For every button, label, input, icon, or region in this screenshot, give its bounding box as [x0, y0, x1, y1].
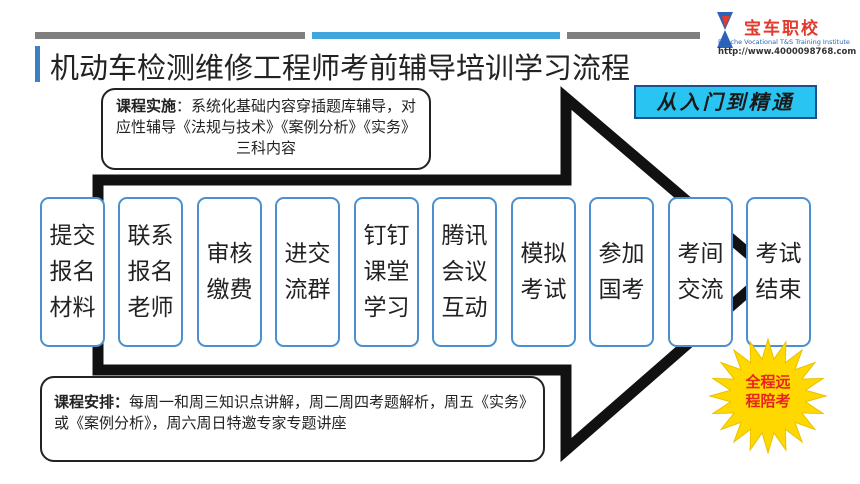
step-label: 联系报名老师 — [127, 223, 174, 321]
step-box-9: 考间交流 — [668, 197, 733, 347]
from-beginner-banner: 从入门到精通 — [634, 85, 817, 119]
step-label: 模拟考试 — [520, 241, 567, 303]
step-label: 提交报名材料 — [49, 223, 96, 321]
top-bar-gray-left — [35, 32, 305, 39]
logo-subtitle: Baoche Vocational T&S Training Institute — [718, 38, 850, 46]
step-box-1: 提交报名材料 — [40, 197, 105, 347]
step-box-10: 考试结束 — [746, 197, 811, 347]
starburst-icon — [708, 337, 828, 455]
course-schedule-text: 每周一和周三知识点讲解，周二周四考题解析，周五《实务》或《案例分析》，周六周日特… — [54, 393, 527, 432]
course-implementation-label: 课程实施 — [115, 97, 176, 115]
step-box-5: 钉钉课堂学习 — [354, 197, 419, 347]
logo-name: 宝车职校 — [744, 19, 820, 39]
page-title: 机动车检测维修工程师考前辅导培训学习流程 — [50, 51, 631, 85]
step-box-4: 进交流群 — [275, 197, 340, 347]
top-bar-gray-right — [567, 32, 700, 39]
step-label: 参加国考 — [598, 241, 645, 303]
top-bar-blue — [312, 32, 560, 39]
step-label: 考试结束 — [755, 241, 802, 303]
star-line-1: 全程远 — [745, 373, 791, 391]
logo: 宝车职校 Baoche Vocational T&S Training Inst… — [713, 10, 857, 62]
star-line-2: 程陪考 — [745, 392, 791, 410]
step-box-6: 腾讯会议互动 — [432, 197, 497, 347]
title-accent-bar — [35, 46, 40, 82]
course-schedule-callout: 课程安排：每周一和周三知识点讲解，周二周四考题解析，周五《实务》或《案例分析》，… — [40, 376, 545, 462]
logo-icon — [717, 12, 733, 48]
logo-url[interactable]: http://www.4000098768.com — [718, 47, 857, 57]
step-box-2: 联系报名老师 — [118, 197, 183, 347]
course-implementation-text: ：系统化基础内容穿插题库辅导，对应性辅导《法规与技术》《案例分析》《实务》三科内… — [115, 97, 417, 157]
step-label: 考间交流 — [677, 241, 724, 303]
step-box-8: 参加国考 — [589, 197, 654, 347]
course-schedule-label: 课程安排： — [54, 393, 130, 411]
step-box-3: 审核缴费 — [197, 197, 262, 347]
step-label: 钉钉课堂学习 — [363, 223, 410, 321]
step-box-7: 模拟考试 — [511, 197, 576, 347]
course-implementation-callout: 课程实施：系统化基础内容穿插题库辅导，对应性辅导《法规与技术》《案例分析》《实务… — [101, 88, 431, 170]
full-escort-star: 全程远 程陪考 — [704, 337, 832, 455]
star-text: 全程远 程陪考 — [704, 373, 832, 411]
step-label: 审核缴费 — [206, 241, 253, 303]
step-label: 腾讯会议互动 — [441, 223, 488, 321]
step-label: 进交流群 — [284, 241, 331, 303]
